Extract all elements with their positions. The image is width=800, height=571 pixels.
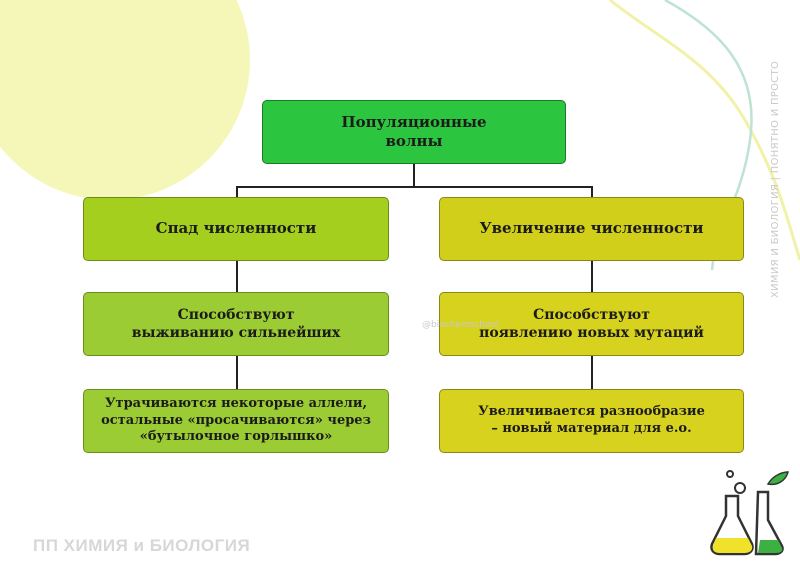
connector-left-2-3 <box>236 356 238 389</box>
decline-node-label: Спад численности <box>155 219 317 238</box>
connector-left-down <box>236 186 238 197</box>
decline-cause-node: Способствуют выживанию сильнейших <box>83 292 389 356</box>
watermark: @biochemschool <box>422 320 499 330</box>
decline-effect-label: Утрачиваются некоторые аллели, остальные… <box>101 395 371 445</box>
decor-circle <box>0 0 250 200</box>
increase-node: Увеличение численности <box>439 197 744 261</box>
decline-cause-label: Способствуют выживанию сильнейших <box>131 306 341 341</box>
root-node: Популяционные волны <box>262 100 566 164</box>
decline-node: Спад численности <box>83 197 389 261</box>
flasks-logo-icon <box>710 470 789 556</box>
side-caption: ХИМИЯ И БИОЛОГИЯ | ПОНЯТНО И ПРОСТО <box>770 60 781 298</box>
increase-cause-label: Способствуют появлению новых мутаций <box>479 306 704 341</box>
connector-right-1-2 <box>591 261 593 292</box>
connector-right-2-3 <box>591 356 593 389</box>
increase-cause-node: Способствуют появлению новых мутаций <box>439 292 744 356</box>
decline-effect-node: Утрачиваются некоторые аллели, остальные… <box>83 389 389 453</box>
increase-effect-node: Увеличивается разнообразие – новый матер… <box>439 389 744 453</box>
connector-horizontal <box>236 186 593 188</box>
increase-node-label: Увеличение численности <box>479 219 704 238</box>
root-node-label: Популяционные волны <box>341 112 487 151</box>
increase-effect-label: Увеличивается разнообразие – новый матер… <box>478 404 705 436</box>
footer-brand: ПП ХИМИЯ и БИОЛОГИЯ <box>33 536 251 555</box>
connector-left-1-2 <box>236 261 238 292</box>
connector-root-down <box>413 164 415 187</box>
decor-arc-yellow <box>609 0 800 261</box>
connector-right-down <box>591 186 593 197</box>
